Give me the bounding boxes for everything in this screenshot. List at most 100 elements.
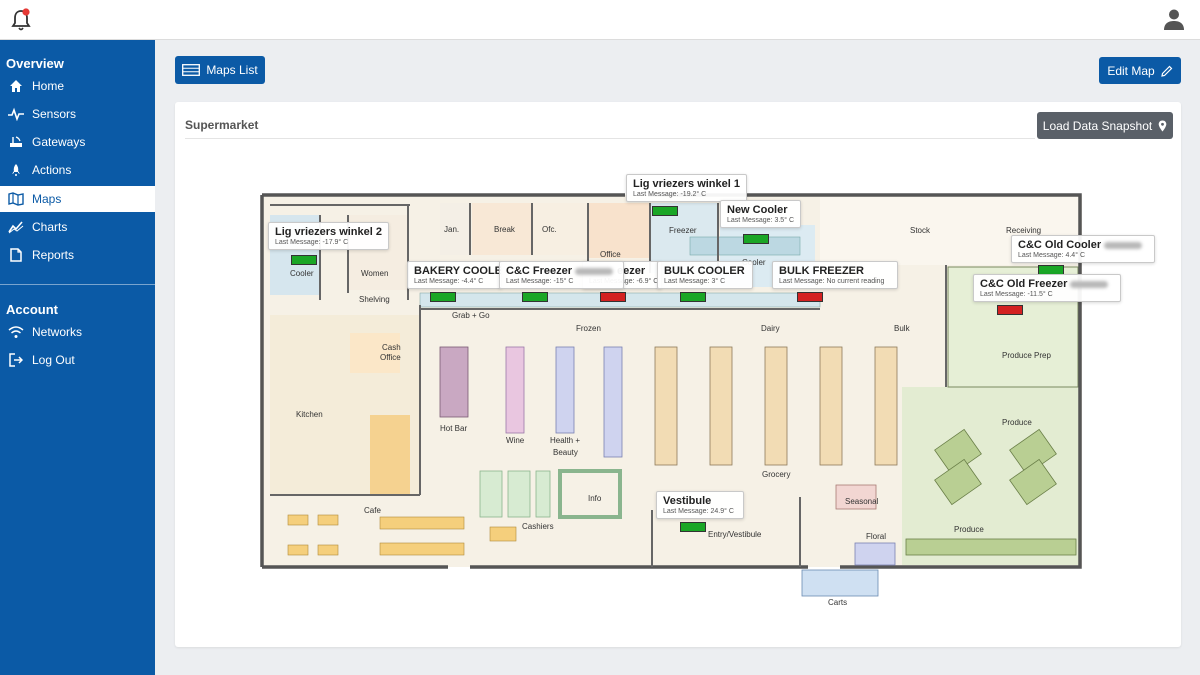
sensor-last-message: Last Message: 24.9° C bbox=[663, 508, 734, 515]
sensor-marker-bulk-freezer[interactable] bbox=[797, 292, 823, 302]
edit-map-label: Edit Map bbox=[1107, 63, 1155, 78]
sensor-tag-vestibule[interactable]: Vestibule Last Message: 24.9° C bbox=[656, 491, 744, 519]
cash-office-room bbox=[350, 333, 400, 373]
room-label-women: Women bbox=[361, 269, 388, 278]
sensor-marker-vestibule[interactable] bbox=[680, 522, 706, 532]
sidebar-item-maps[interactable]: Maps bbox=[0, 186, 155, 212]
sensor-tag-cc-freezer[interactable]: C&C Freezer Last Message: -15° C bbox=[499, 261, 624, 289]
sidebar-item-networks[interactable]: Networks bbox=[0, 319, 155, 345]
sensor-marker-bakery-cooler[interactable] bbox=[430, 292, 456, 302]
map-title: Supermarket bbox=[185, 118, 259, 132]
maps-list-button[interactable]: Maps List bbox=[175, 56, 265, 84]
user-avatar-icon[interactable] bbox=[1162, 7, 1186, 31]
section-title-overview: Overview bbox=[6, 56, 64, 71]
sensor-last-message: Last Message: -4.4° C bbox=[414, 278, 484, 285]
sensor-marker-cc-old-freezer[interactable] bbox=[997, 305, 1023, 315]
section-title-account: Account bbox=[6, 302, 58, 317]
sensor-marker-cc-freezer[interactable] bbox=[522, 292, 548, 302]
sensor-name: C&C Old Cooler bbox=[1018, 239, 1102, 251]
sensor-marker-lig-vriezers-2[interactable] bbox=[291, 255, 317, 265]
sidebar-item-actions[interactable]: Actions bbox=[0, 157, 155, 183]
sensor-tag-cc-old-cooler[interactable]: C&C Old Cooler Last Message: 4.4° C bbox=[1011, 235, 1155, 263]
room-label-jan: Jan. bbox=[444, 225, 459, 234]
room-label-kitchen: Kitchen bbox=[296, 410, 323, 419]
sensor-last-message: Last Message: -15° C bbox=[506, 278, 574, 285]
sensor-tag-bakery-cooler[interactable]: BAKERY COOLER Last Message: -4.4° C bbox=[407, 261, 502, 289]
sensor-tag-new-cooler[interactable]: New Cooler Last Message: 3.5° C bbox=[720, 200, 801, 228]
jan-room bbox=[440, 203, 470, 255]
room-label-dairy: Dairy bbox=[761, 324, 780, 333]
sidebar-divider bbox=[0, 284, 155, 285]
line-chart-icon bbox=[8, 219, 24, 235]
cafe-tables bbox=[287, 514, 517, 556]
room-label-cash-office: Office bbox=[380, 353, 401, 362]
logout-icon bbox=[8, 352, 24, 368]
frozen-shelf bbox=[603, 346, 623, 458]
outer-walls bbox=[260, 193, 1082, 569]
load-data-snapshot-button[interactable]: Load Data Snapshot bbox=[1037, 112, 1173, 139]
sensor-tag-cc-old-freezer[interactable]: C&C Old Freezer Last Message: -11.5° C bbox=[973, 274, 1121, 302]
room-label-carts: Carts bbox=[828, 598, 847, 607]
room-label-ofc: Ofc. bbox=[542, 225, 557, 234]
room-label-cooler-top: Cooler bbox=[742, 258, 766, 267]
sensor-tag-bulk-freezer[interactable]: BULK FREEZER Last Message: No current re… bbox=[772, 261, 898, 289]
sidebar-item-label: Gateways bbox=[32, 135, 86, 149]
sensor-name: BULK COOLER bbox=[664, 265, 745, 277]
sensor-tag-lig-vriezers-2[interactable]: Lig vriezers winkel 2 Last Message: -17.… bbox=[268, 222, 389, 250]
grocery-shelves bbox=[654, 346, 898, 466]
home-icon bbox=[8, 78, 24, 94]
room-label-beauty: Beauty bbox=[553, 448, 578, 457]
sensor-marker-lig-vriezers-1[interactable] bbox=[652, 206, 678, 216]
redacted-id bbox=[575, 267, 614, 275]
room-label-receiving: Receiving bbox=[1006, 226, 1041, 235]
room-label-freezer: Freezer bbox=[669, 226, 697, 235]
sensor-last-message: Last Message: 3° C bbox=[664, 278, 726, 285]
room-label-wine: Wine bbox=[506, 436, 525, 445]
sidebar-item-label: Charts bbox=[32, 220, 68, 234]
room-label-office: Office bbox=[600, 250, 621, 259]
office-room bbox=[588, 203, 650, 258]
sensor-tag-lig-vriezers-1[interactable]: Lig vriezers winkel 1 Last Message: -19.… bbox=[626, 174, 747, 202]
sensor-tag-bulk-cooler[interactable]: BULK COOLER Last Message: 3° C bbox=[657, 261, 753, 289]
sidebar-item-charts[interactable]: Charts bbox=[0, 214, 155, 240]
sensor-name: C&C Old Freezer bbox=[980, 278, 1068, 290]
info-desk bbox=[558, 469, 622, 519]
room-label-hot-bar: Hot Bar bbox=[440, 424, 467, 433]
sensor-name: Lig vriezers winkel 1 bbox=[633, 178, 740, 190]
room-label-produce-bottom: Produce bbox=[954, 525, 984, 534]
produce-tables bbox=[905, 428, 1077, 556]
sensor-last-message: Last Message: -11.5° C bbox=[980, 291, 1053, 298]
edit-map-button[interactable]: Edit Map bbox=[1099, 57, 1181, 84]
maps-list-label: Maps List bbox=[206, 63, 258, 77]
sensor-name: C&C Freezer bbox=[506, 265, 573, 277]
sensor-name: New Cooler bbox=[727, 204, 788, 216]
map-icon bbox=[8, 191, 24, 207]
room-label-produce-prep: Produce Prep bbox=[1002, 351, 1051, 360]
bell-icon[interactable] bbox=[10, 8, 32, 32]
sidebar-item-sensors[interactable]: Sensors bbox=[0, 101, 155, 127]
sensor-marker-new-cooler[interactable] bbox=[743, 234, 769, 244]
carts-area bbox=[801, 569, 879, 597]
sensor-name-wrap: C&C Old Cooler bbox=[1018, 239, 1148, 251]
kitchen-counter bbox=[370, 415, 410, 495]
interior-walls bbox=[270, 203, 947, 567]
room-label-produce-top: Produce bbox=[1002, 418, 1032, 427]
room-label-entry: Entry/Vestibule bbox=[708, 530, 762, 539]
rocket-icon bbox=[8, 162, 24, 178]
sidebar-item-home[interactable]: Home bbox=[0, 73, 155, 99]
sensor-last-message: Last Message: 3.5° C bbox=[727, 217, 794, 224]
router-icon bbox=[8, 134, 24, 150]
sensor-marker-bulk-cooler[interactable] bbox=[680, 292, 706, 302]
room-label-break: Break bbox=[494, 225, 516, 234]
room-label-shelving: Shelving bbox=[359, 295, 390, 304]
sidebar-item-reports[interactable]: Reports bbox=[0, 242, 155, 268]
pencil-icon bbox=[1160, 65, 1173, 77]
sidebar-item-label: Home bbox=[32, 79, 65, 93]
pulse-icon bbox=[8, 106, 24, 122]
sensor-marker-freezer[interactable] bbox=[600, 292, 626, 302]
sidebar-item-label: Networks bbox=[32, 325, 83, 339]
sidebar-item-gateways[interactable]: Gateways bbox=[0, 129, 155, 155]
sensor-name: BULK FREEZER bbox=[779, 265, 864, 277]
sensor-name: Vestibule bbox=[663, 495, 712, 507]
sidebar-item-logout[interactable]: Log Out bbox=[0, 347, 155, 373]
